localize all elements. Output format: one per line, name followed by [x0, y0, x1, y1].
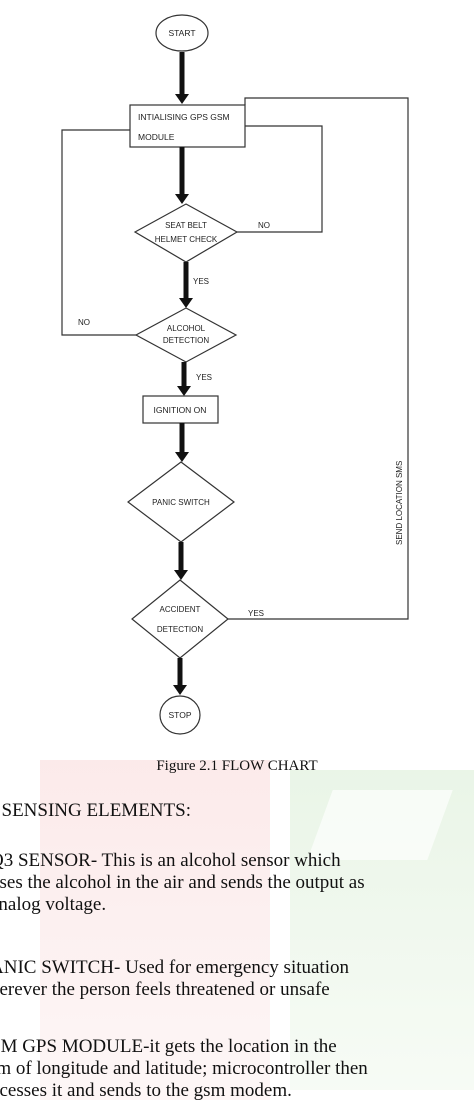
- paragraph-panic-switch: ANIC SWITCH- Used for emergency situatio…: [0, 957, 349, 1001]
- paragraph-line: ANIC SWITCH- Used for emergency situatio…: [0, 957, 349, 978]
- start-label: START: [168, 28, 195, 38]
- stop-node: [159, 695, 201, 735]
- seatbelt-no-label: NO: [258, 221, 270, 230]
- figure-caption: Figure 2.1 FLOW CHART: [156, 758, 318, 774]
- paragraph-mq3-sensor: Q3 SENSOR- This is an alcohol sensor whi…: [0, 850, 365, 916]
- accident-label-line1: ACCIDENT: [160, 605, 201, 614]
- watermark-red-block: [40, 760, 270, 1100]
- paragraph-line: Q3 SENSOR- This is an alcohol sensor whi…: [0, 850, 341, 871]
- alcohol-label-line1: ALCOHOL: [167, 324, 206, 333]
- start-node: [155, 14, 209, 52]
- seatbelt-label-line2: HELMET CHECK: [155, 235, 218, 244]
- alcohol-no-label: NO: [78, 318, 90, 327]
- seatbelt-label-line1: SEAT BELT: [165, 221, 207, 230]
- paragraph-line: nses the alcohol in the air and sends th…: [0, 872, 365, 893]
- init-label-line2: MODULE: [138, 132, 175, 142]
- paragraph-gsm-gps-module: SM GPS MODULE-it gets the location in th…: [0, 1036, 368, 1102]
- seatbelt-decision: [133, 203, 239, 263]
- arrowhead-stop: [173, 685, 187, 695]
- seatbelt-no-loop: [237, 125, 323, 233]
- arrowhead-init: [175, 94, 189, 104]
- arrowhead-accident: [174, 570, 188, 580]
- arrowhead-alcohol: [179, 298, 193, 308]
- paragraph-line: SM GPS MODULE-it gets the location in th…: [0, 1036, 337, 1057]
- stop-label: STOP: [169, 710, 192, 720]
- seatbelt-yes-label: YES: [193, 277, 209, 286]
- accident-yes-label: YES: [248, 609, 264, 618]
- arrowhead-seatbelt: [175, 194, 189, 204]
- section-heading: . SENSING ELEMENTS:: [0, 800, 191, 821]
- accident-label-line2: DETECTION: [157, 625, 203, 634]
- ignition-label: IGNITION ON: [154, 405, 207, 415]
- arrowhead-panic: [175, 452, 189, 462]
- paragraph-line: rm of longitude and latitude; microcontr…: [0, 1058, 368, 1079]
- alcohol-yes-label: YES: [196, 373, 212, 382]
- paragraph-line: ocesses it and sends to the gsm modem.: [0, 1080, 292, 1101]
- paragraph-line: analog voltage.: [0, 894, 107, 915]
- accident-decision: [131, 579, 229, 659]
- init-label-line1: INTIALISING GPS GSM: [138, 112, 230, 122]
- alcohol-no-loop: [61, 129, 136, 336]
- send-sms-label: SEND LOCATION SMS: [395, 461, 404, 545]
- accident-yes-loop: [228, 97, 409, 620]
- panic-label: PANIC SWITCH: [152, 498, 210, 507]
- paragraph-line: herever the person feels threatened or u…: [0, 979, 330, 1000]
- flowchart-diagram: START INTIALISING GPS GSM MODULE SEAT BE…: [61, 14, 409, 735]
- alcohol-label-line2: DETECTION: [163, 336, 209, 345]
- alcohol-decision: [134, 307, 238, 363]
- arrowhead-ignition: [177, 386, 191, 396]
